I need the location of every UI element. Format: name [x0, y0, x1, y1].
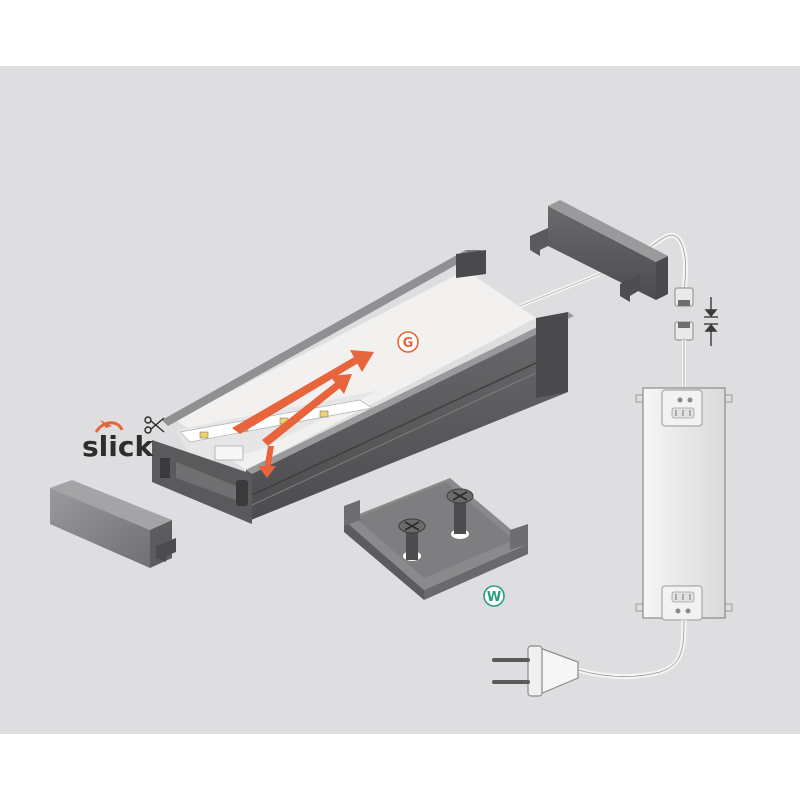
dimension-arrows-icon [704, 297, 718, 346]
slick-logo: slick [82, 420, 154, 463]
w-badge: W [483, 585, 505, 607]
led-strip [179, 399, 374, 461]
scissors-icon [144, 416, 165, 434]
w-badge-label: W [487, 590, 501, 605]
connector-pair [674, 287, 694, 390]
insert-arrows [232, 350, 374, 478]
power-supply [635, 387, 733, 621]
slick-wordmark: slick [82, 430, 154, 463]
left-end-cap [50, 480, 176, 568]
g-badge-label: G [403, 336, 414, 351]
plug-icon [492, 645, 579, 697]
g-badge: G [397, 331, 419, 353]
right-end-cap [530, 200, 668, 302]
mounting-clip [344, 478, 528, 600]
screw-icon [398, 488, 474, 560]
